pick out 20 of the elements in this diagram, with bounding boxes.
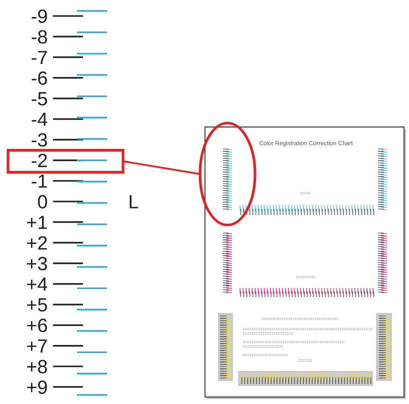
- scale-number: -6: [32, 71, 47, 85]
- scale-number: -9: [32, 10, 47, 23]
- scale-number: +6: [27, 318, 47, 332]
- scale-number: +8: [27, 360, 47, 374]
- scale-number: +3: [27, 256, 47, 270]
- scale-number: -5: [32, 92, 47, 106]
- scale-number: +4: [27, 278, 48, 291]
- side-label: L: [130, 195, 138, 208]
- scale-number: +1: [27, 216, 47, 229]
- highlight-box: -2: [6, 148, 124, 174]
- connector-line: [122, 160, 200, 175]
- scale-number: -7: [32, 50, 47, 64]
- scale-number: +5: [27, 298, 47, 312]
- highlight-ellipse: [198, 122, 256, 226]
- scale-number: -8: [32, 30, 47, 44]
- scale-number: 0: [38, 195, 48, 208]
- scale-number: +7: [27, 340, 47, 353]
- scale-number: +2: [27, 236, 47, 250]
- scale-number: -4: [32, 112, 48, 126]
- scale-number: +9: [27, 380, 47, 394]
